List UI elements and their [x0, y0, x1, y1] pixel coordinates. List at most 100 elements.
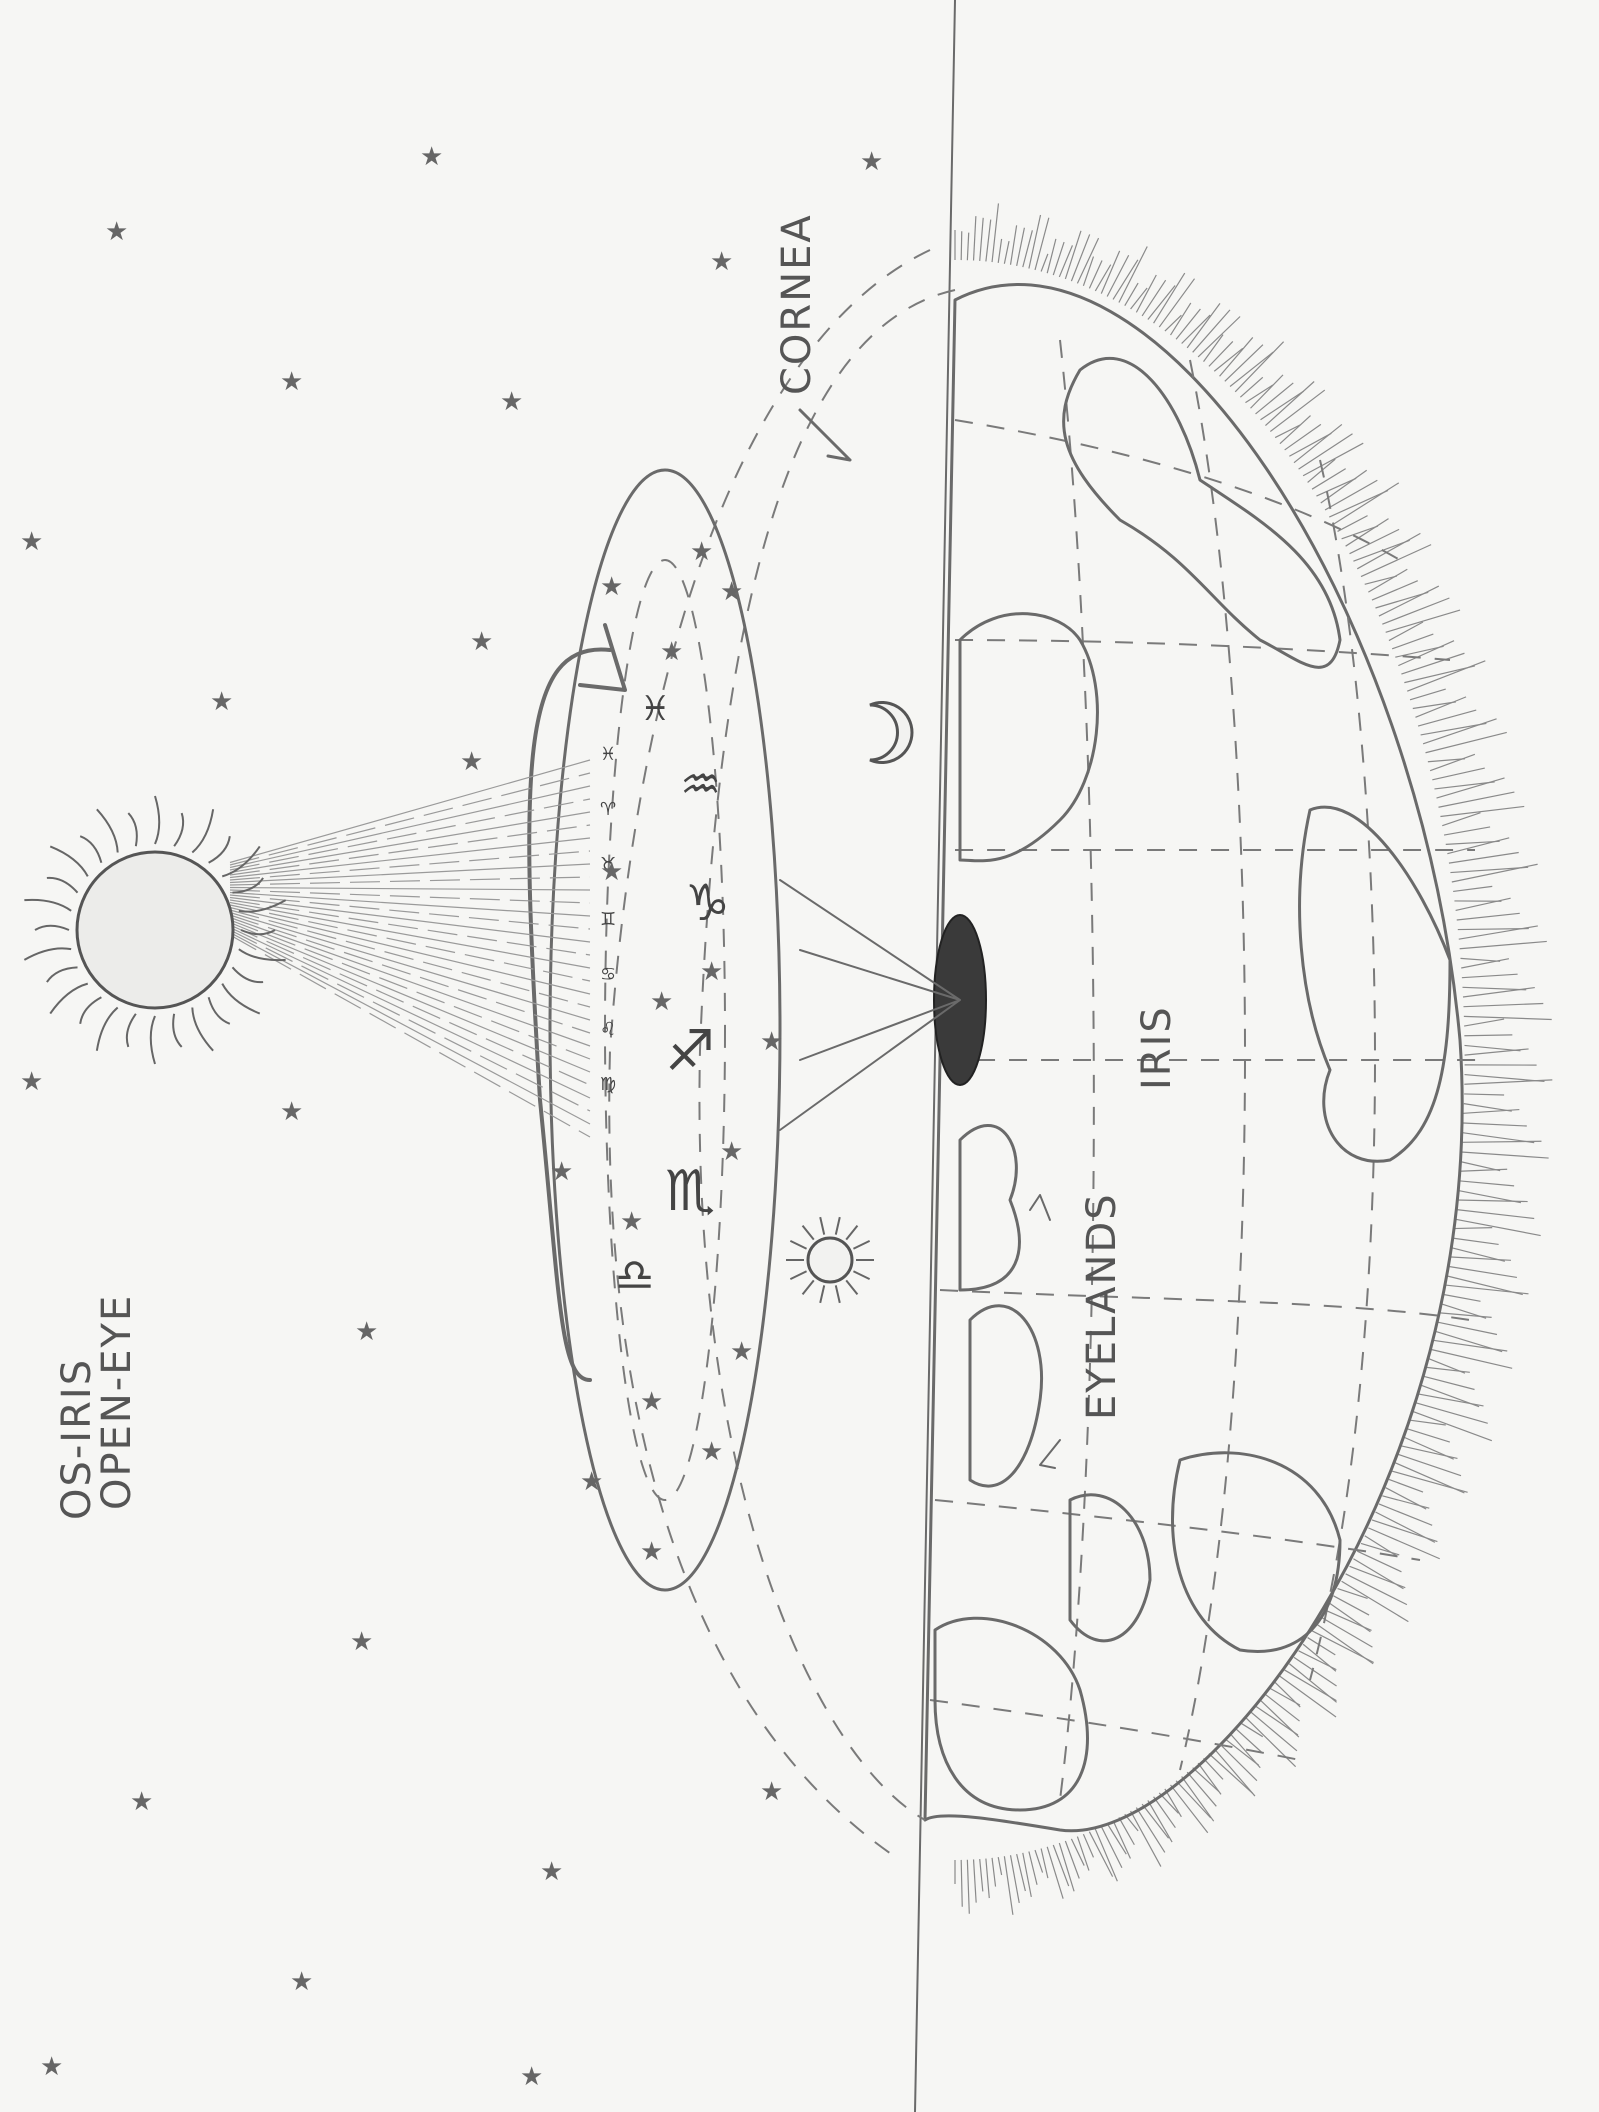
star-icon: ★ — [460, 747, 483, 777]
eyelash-stroke — [1209, 341, 1233, 366]
eyelash-stroke — [1410, 1420, 1446, 1425]
eyelash-stroke — [1398, 641, 1454, 666]
eyelash-stroke — [1452, 864, 1538, 882]
sun-beam — [230, 812, 590, 873]
eyelash-stroke — [1148, 286, 1175, 320]
eyelash-stroke — [1029, 215, 1041, 268]
sun-ray — [50, 846, 88, 876]
star-icon: ★ — [500, 387, 523, 417]
eyelash-stroke — [1464, 1080, 1552, 1084]
eyelash-stroke — [1464, 1035, 1512, 1036]
eyelash-stroke — [1447, 838, 1509, 854]
star-icon: ★ — [600, 572, 623, 602]
eyelash-stroke — [1256, 1706, 1298, 1735]
sun-ray — [127, 1014, 136, 1047]
sun-ray — [173, 1014, 182, 1047]
star-icon: ★ — [130, 1787, 153, 1817]
star-icon: ★ — [760, 1027, 783, 1057]
sun-beam — [230, 773, 590, 865]
eyelash-stroke — [1333, 1596, 1369, 1615]
small-sun-ray — [820, 1217, 824, 1235]
eyelash-stroke — [1338, 516, 1368, 532]
eyelash-stroke — [1438, 1313, 1491, 1318]
small-sun-ray — [820, 1285, 824, 1303]
iris-grid — [930, 340, 1480, 1800]
eyelash-stroke — [1392, 634, 1433, 649]
star-icon: ★ — [520, 2062, 543, 2092]
small-sun-ray — [846, 1226, 857, 1240]
eyelash-stroke — [1280, 416, 1311, 444]
eyelash-stroke — [1368, 1528, 1439, 1559]
eyelash-stroke — [1041, 1848, 1048, 1878]
eyelash-stroke — [1235, 1728, 1261, 1752]
star-icon: ★ — [730, 1337, 753, 1367]
eyelash-stroke — [1204, 1758, 1224, 1779]
eyelands-pointer-down — [1040, 1440, 1060, 1468]
sun-beam — [230, 900, 590, 955]
star-icon: ★ — [210, 687, 233, 717]
star-icon: ★ — [355, 1317, 378, 1347]
sun-icon — [24, 796, 285, 1064]
iris-label: IRIS — [1134, 1005, 1180, 1090]
star-icon: ★ — [760, 1777, 783, 1807]
eyelash-stroke — [967, 233, 968, 261]
star-icon: ★ — [20, 1067, 43, 1097]
crescent-moon-icon — [870, 703, 912, 763]
eyelash-stroke — [1401, 1446, 1457, 1459]
sun-ray — [24, 900, 71, 911]
cornea-dome — [699, 290, 955, 1820]
zodiac-libra: ♎ — [615, 1250, 654, 1301]
star-icon: ★ — [105, 217, 128, 247]
eyelash-stroke — [1386, 610, 1460, 632]
eyelash-stroke — [980, 1859, 983, 1891]
eyelash-stroke — [1457, 1200, 1528, 1202]
small-sun-ray — [790, 1241, 806, 1249]
eyelash-stroke — [980, 218, 983, 261]
cornea-pointer — [800, 410, 850, 460]
eyelash-stroke — [1389, 1479, 1423, 1492]
eyelash-stroke — [1041, 254, 1048, 272]
ring-glyph: ♓ — [600, 744, 616, 765]
small-sun-ray — [790, 1271, 806, 1279]
small-sun-ray — [836, 1285, 840, 1303]
star-icon: ★ — [700, 957, 723, 987]
star-icon: ★ — [640, 1537, 663, 1567]
eyelash-stroke — [1413, 702, 1456, 709]
eyelash-stroke — [1325, 480, 1377, 510]
eyelash-stroke — [1430, 754, 1475, 770]
eyelash-stroke — [1456, 898, 1511, 910]
star-icon: ★ — [280, 1097, 303, 1127]
sun-beam — [230, 760, 590, 863]
small-sun-ray — [853, 1241, 869, 1249]
eyelash-stroke — [1256, 383, 1294, 414]
eyelash-stroke — [1089, 1832, 1112, 1877]
eyelands-pointer-up — [1030, 1195, 1050, 1220]
eyelash-stroke — [1011, 1855, 1020, 1903]
star-icon: ★ — [620, 1207, 643, 1237]
eyelash-stroke — [1462, 974, 1518, 977]
eyelash-stroke — [1187, 1772, 1216, 1806]
sun-beam — [230, 908, 590, 995]
eyelash-stroke — [1004, 241, 1009, 264]
small-sun-ray — [853, 1271, 869, 1279]
sun-beam — [230, 825, 590, 875]
eyelash-stroke — [1338, 1589, 1368, 1599]
eyelash-stroke — [1240, 1723, 1262, 1737]
sun-beam — [230, 920, 590, 1059]
sun-ray — [97, 1007, 118, 1050]
sun-beam — [230, 913, 590, 1021]
star-icon: ★ — [20, 527, 43, 557]
eyelash-stroke — [998, 239, 1001, 263]
small-sun-ray — [846, 1280, 857, 1294]
star-icon: ★ — [700, 1437, 723, 1467]
sun-ray — [151, 1016, 155, 1064]
star-icon: ★ — [860, 147, 883, 177]
zodiac-sagittarius: ♐ — [665, 1019, 715, 1084]
eyelash-stroke — [1023, 1853, 1032, 1897]
eyelash-stroke — [1265, 1694, 1299, 1721]
sun-beam — [230, 915, 590, 1033]
star-icon: ★ — [420, 142, 443, 172]
eyelash-stroke — [1182, 315, 1210, 343]
pupil-light-cone — [780, 880, 960, 1130]
